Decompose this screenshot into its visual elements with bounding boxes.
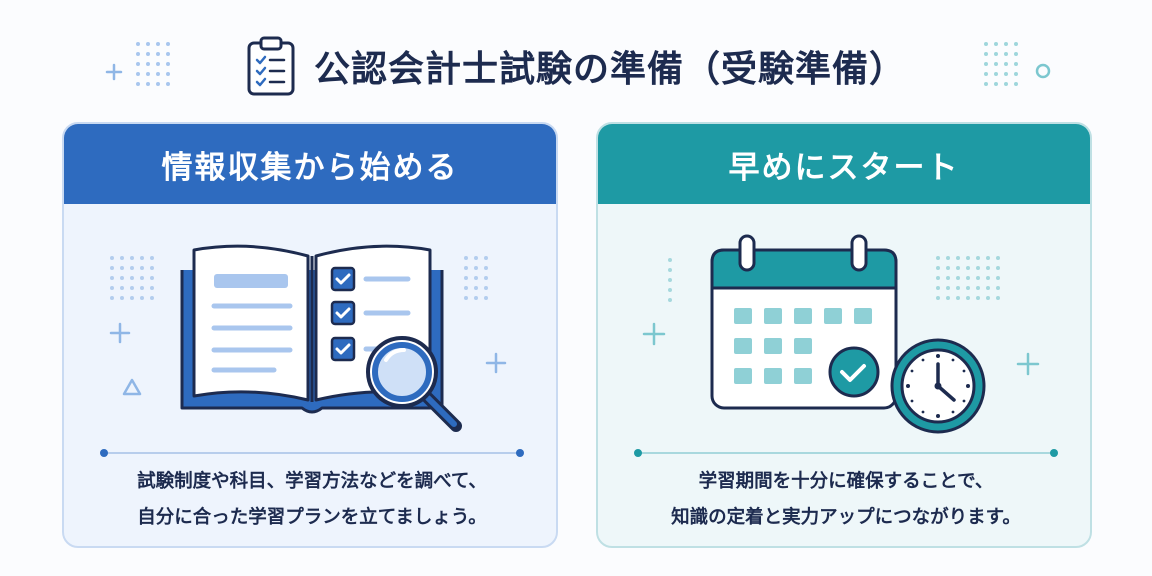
ring-decoration-icon xyxy=(1035,63,1051,79)
page-header: 公認会計士試験の準備（受験準備） xyxy=(0,34,1152,98)
dot-grid-decoration-icon xyxy=(136,42,170,86)
info-gathering-card: 情報収集から始める xyxy=(62,122,558,548)
card-description-line: 自分に合った学習プランを立てましょう。 xyxy=(137,507,487,528)
plus-decoration-icon xyxy=(105,63,123,81)
card-description: 学習期間を十分に確保することで、 知識の定着と実力アップにつながります。 xyxy=(614,464,1078,536)
card-title: 早めにスタート xyxy=(598,124,1090,204)
early-start-card: 早めにスタート xyxy=(596,122,1092,548)
card-description-line: 学習期間を十分に確保することで、 xyxy=(698,471,994,492)
clipboard-checklist-icon xyxy=(247,36,295,96)
card-divider xyxy=(634,449,1058,457)
book-with-checklist-and-magnifier-icon xyxy=(109,244,507,432)
page-title: 公認会計士試験の準備（受験準備） xyxy=(313,49,906,90)
card-divider xyxy=(100,449,524,457)
calendar-with-clock-icon xyxy=(642,234,1040,434)
card-description: 試験制度や科目、学習方法などを調べて、 自分に合った学習プランを立てましょう。 xyxy=(80,464,544,536)
card-description-line: 知識の定着と実力アップにつながります。 xyxy=(671,507,1021,528)
card-description-line: 試験制度や科目、学習方法などを調べて、 xyxy=(137,471,487,492)
dot-grid-decoration-icon xyxy=(984,42,1018,86)
card-title: 情報収集から始める xyxy=(64,124,556,204)
